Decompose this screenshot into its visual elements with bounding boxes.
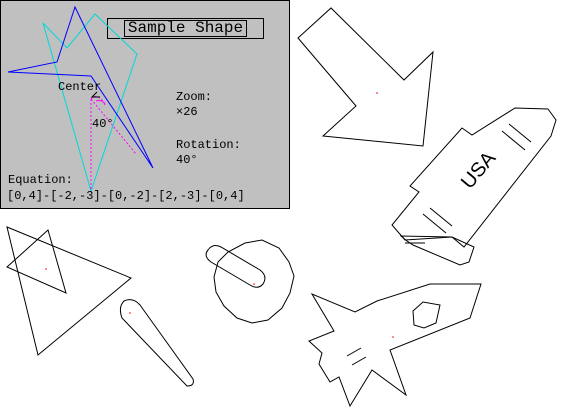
equation-value: [0,4]-[-2,-3]-[0,-2]-[2,-3]-[0,4] (7, 189, 245, 203)
center-label: Center (58, 80, 102, 94)
panel-title: Sample Shape (107, 18, 264, 39)
arrow-shape[interactable] (297, 7, 434, 147)
spaceship-center (392, 336, 394, 338)
rocket-shape[interactable] (391, 107, 557, 266)
sprocket-center (253, 283, 255, 285)
arrow-center (376, 92, 378, 94)
sample-shape-panel: Sample Shape Center 40° Zoom: ×26 Rotati… (0, 0, 290, 209)
rocket-label: USA (457, 147, 501, 193)
panel-diagram (7, 5, 154, 193)
triangle-center (45, 268, 47, 270)
zoom-value: ×26 (176, 105, 198, 119)
equation-label: Equation: (8, 173, 73, 187)
rotation-arc (90, 95, 106, 105)
club-center (129, 312, 131, 314)
original-shape (42, 13, 138, 193)
rotated-shape (7, 5, 154, 169)
spaceship-shape[interactable] (308, 283, 482, 408)
angle-label: 40° (92, 117, 114, 131)
sprocket-shape[interactable] (205, 239, 295, 324)
zoom-label: Zoom: (176, 90, 213, 104)
rotation-label: Rotation: (176, 138, 241, 152)
triangle-pair-shape[interactable] (6, 226, 132, 356)
club-shape[interactable] (119, 299, 194, 387)
center-marker (90, 91, 100, 98)
rotation-value: 40° (176, 153, 198, 167)
